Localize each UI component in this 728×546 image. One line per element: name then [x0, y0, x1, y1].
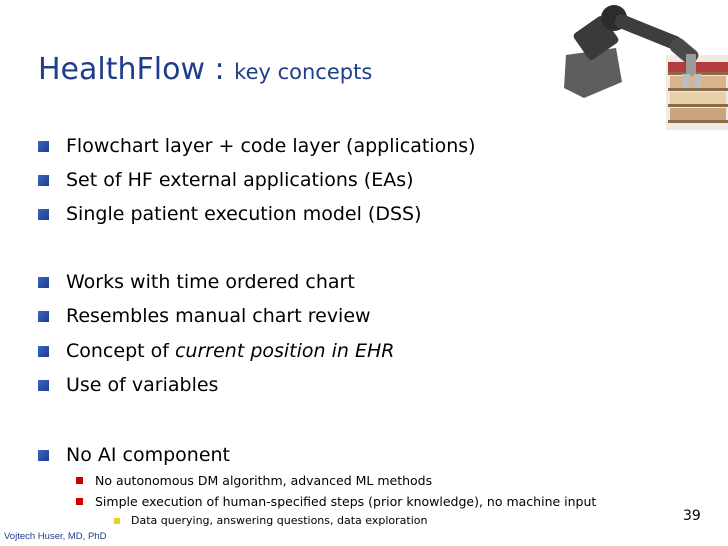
bullet-text: Works with time ordered chart: [66, 271, 355, 293]
bullet-text: Concept of current position in EHR: [66, 340, 394, 362]
bullet-text: Set of HF external applications (EAs): [66, 169, 414, 191]
red-square-bullet-icon: [76, 498, 83, 505]
sub-bullet-item: No autonomous DM algorithm, advanced ML …: [76, 473, 432, 488]
sub-bullet-text: Simple execution of human-specified step…: [95, 494, 597, 509]
bullet-item: Flowchart layer + code layer (applicatio…: [38, 135, 476, 157]
footer-author: Vojtech Huser, MD, PhD: [4, 531, 107, 542]
bullet-item: Set of HF external applications (EAs): [38, 169, 414, 191]
title-main: HealthFlow :: [38, 52, 235, 87]
bullet-item: No AI component: [38, 444, 230, 466]
slide-number: 39: [683, 508, 701, 524]
bullet-item: Use of variables: [38, 374, 218, 396]
bullet-item: Resembles manual chart review: [38, 305, 371, 327]
bullet-text-emphasis: current position in EHR: [174, 340, 395, 362]
bullet-item: Single patient execution model (DSS): [38, 203, 422, 225]
title-subtitle: key concepts: [234, 60, 373, 84]
bullet-text: No AI component: [66, 444, 231, 466]
bullet-text: Single patient execution model (DSS): [66, 203, 422, 225]
square-bullet-icon: [38, 345, 49, 357]
square-bullet-icon: [38, 449, 49, 461]
sub-sub-bullet-text: Data querying, answering questions, data…: [131, 514, 428, 527]
robot-arm: [564, 5, 702, 98]
sub-bullet-item: Simple execution of human-specified step…: [76, 494, 596, 509]
slide-title: HealthFlow : key concepts: [38, 52, 372, 87]
sub-bullet-text: No autonomous DM algorithm, advanced ML …: [95, 473, 433, 488]
bullet-text-prefix: Concept of: [66, 340, 175, 362]
square-bullet-icon: [38, 174, 49, 186]
robot-arm-shelves-photo: [564, 5, 728, 130]
bullet-text: Flowchart layer + code layer (applicatio…: [66, 135, 476, 157]
square-bullet-icon: [38, 140, 49, 152]
yellow-square-bullet-icon: [114, 517, 120, 524]
red-square-bullet-icon: [76, 477, 83, 484]
bullet-text: Use of variables: [66, 374, 219, 396]
square-bullet-icon: [38, 208, 49, 220]
square-bullet-icon: [38, 276, 49, 288]
sub-sub-bullet-item: Data querying, answering questions, data…: [114, 514, 427, 527]
bullet-item: Works with time ordered chart: [38, 271, 355, 293]
shelf-files: [668, 62, 728, 123]
square-bullet-icon: [38, 379, 49, 391]
bullet-text: Resembles manual chart review: [66, 305, 371, 327]
bullet-item: Concept of current position in EHR: [38, 340, 394, 362]
square-bullet-icon: [38, 310, 49, 322]
